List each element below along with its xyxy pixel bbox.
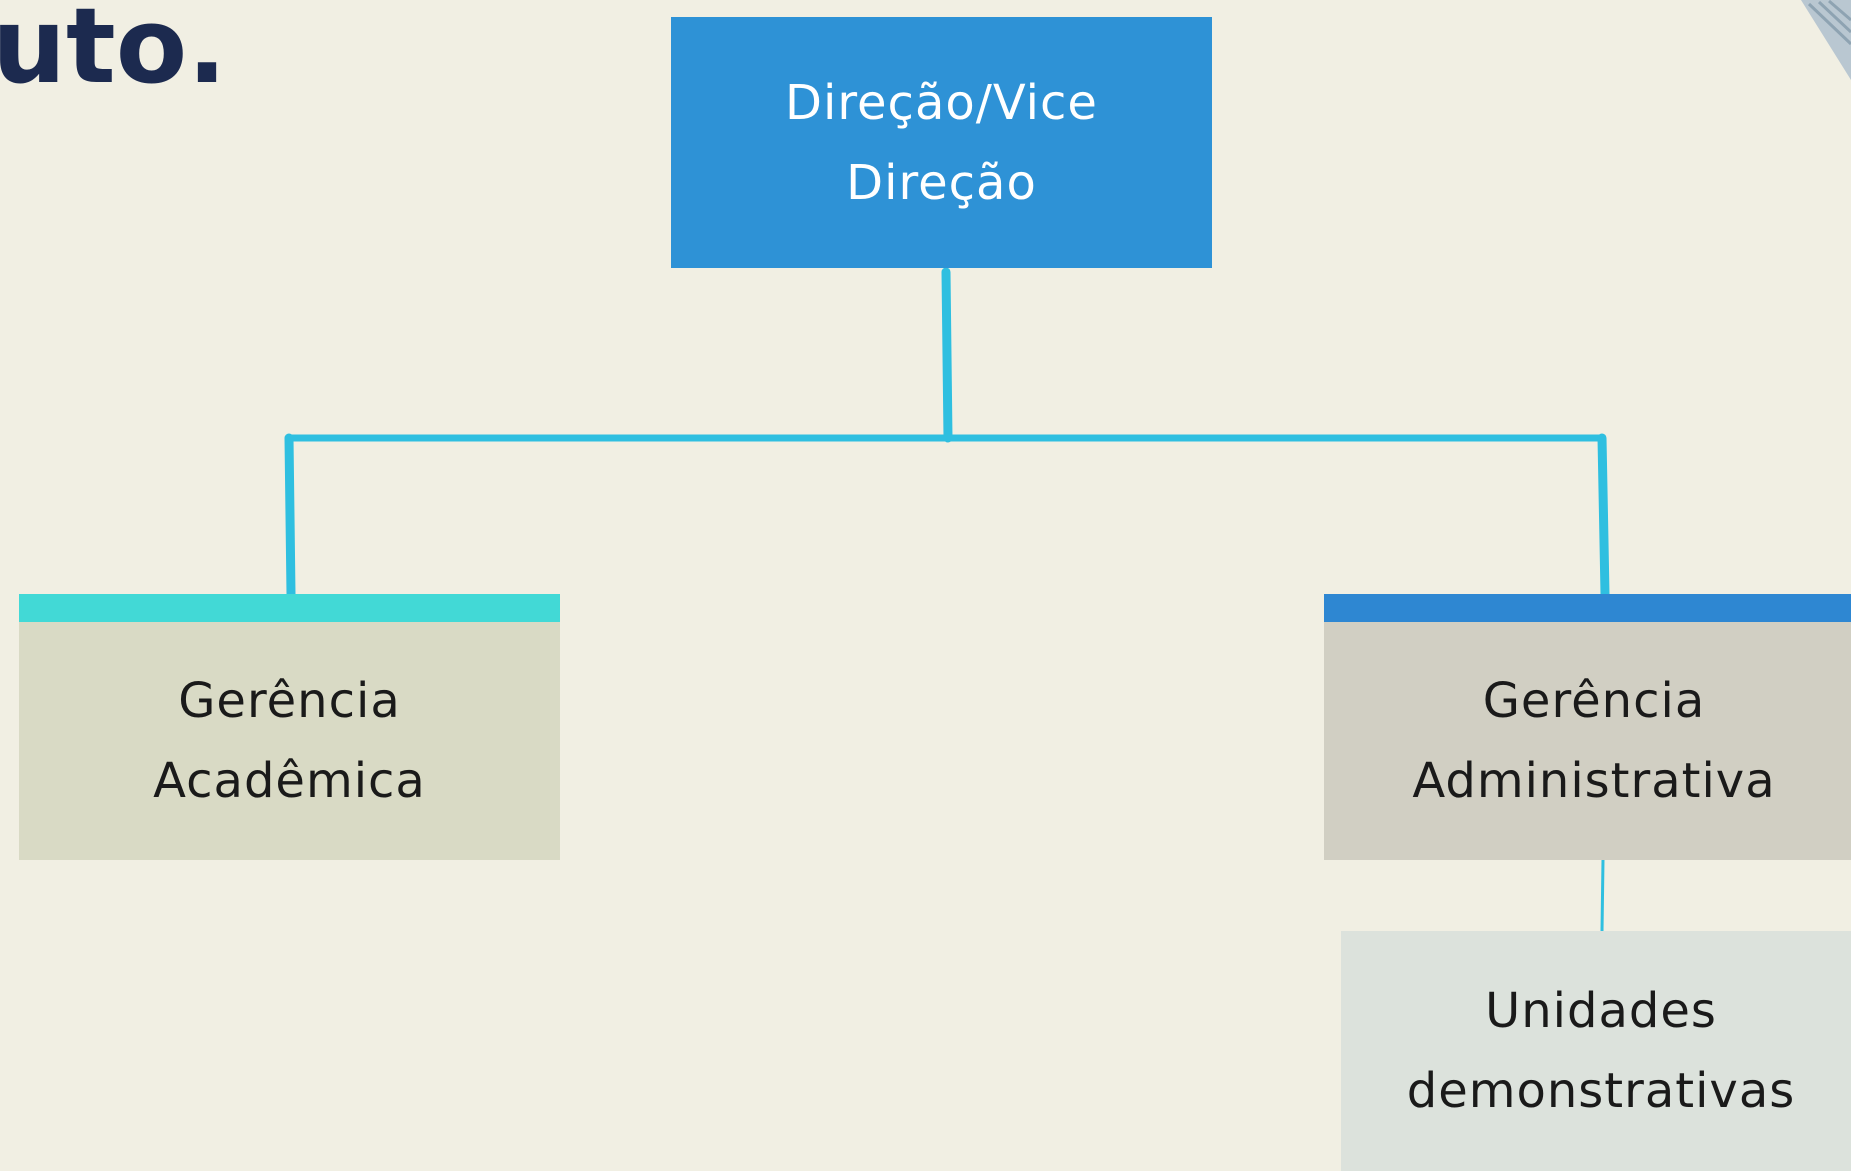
corner-decoration xyxy=(1771,0,1851,90)
administrative-management-box: Gerência Administrativa xyxy=(1324,594,1851,860)
connector-root-down xyxy=(941,267,953,443)
direction-label: Direção/Vice Direção xyxy=(785,74,1098,211)
connector-right-down xyxy=(1597,433,1610,599)
connector-admin-units xyxy=(1600,859,1605,932)
academic-management-box: Gerência Acadêmica xyxy=(19,594,560,860)
administrative-management-label: Gerência Administrativa xyxy=(1412,673,1776,809)
connector-left-down xyxy=(284,433,296,599)
academic-management-label: Gerência Acadêmica xyxy=(153,673,426,809)
demonstrative-units-label: Unidades demonstrativas xyxy=(1406,983,1796,1119)
direction-box: Direção/Vice Direção xyxy=(671,17,1212,268)
slide-title-fragment: uto. xyxy=(0,0,227,107)
demonstrative-units-box: Unidades demonstrativas xyxy=(1341,931,1851,1171)
